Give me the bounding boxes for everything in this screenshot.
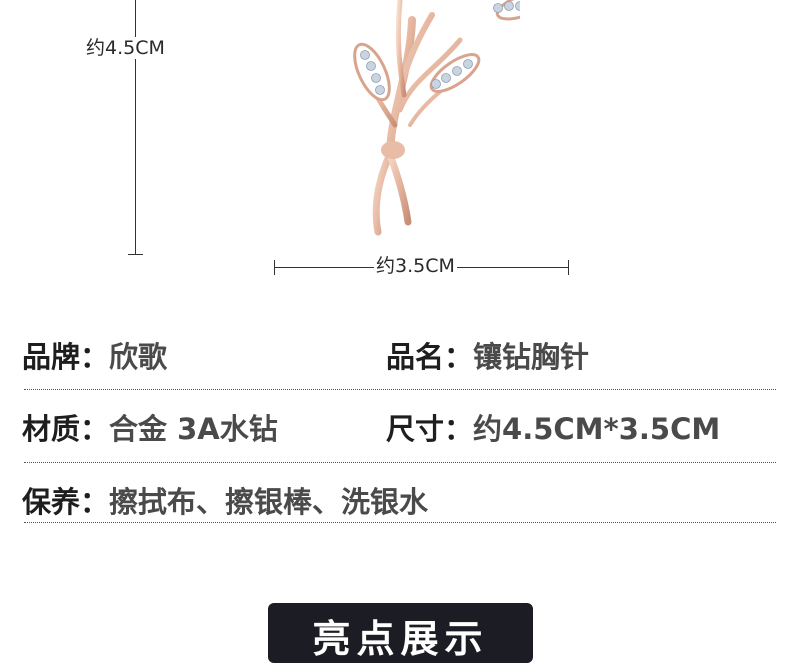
brooch-product-image: [353, 0, 520, 236]
divider: [24, 522, 776, 523]
spec-material: 材质：合金 3A水钻: [22, 412, 278, 446]
spec-size-value: 约4.5CM*3.5CM: [473, 412, 721, 446]
spec-material-label: 材质：: [22, 412, 110, 446]
spec-size: 尺寸：约4.5CM*3.5CM: [386, 412, 720, 446]
spec-care-value: 擦拭布、擦银棒、洗银水: [109, 485, 429, 519]
width-dimension-tick-left: [274, 260, 275, 275]
spec-brand: 品牌：欣歌: [22, 340, 167, 374]
spec-brand-label: 品牌：: [22, 340, 110, 374]
spec-care-label: 保养：: [22, 485, 110, 519]
height-dimension-tick: [128, 254, 143, 255]
spec-name-label: 品名：: [386, 340, 474, 374]
spec-material-value: 合金 3A水钻: [109, 412, 278, 446]
width-dimension-label: 约3.5CM: [374, 255, 457, 277]
spec-care: 保养：擦拭布、擦银棒、洗银水: [22, 485, 428, 519]
width-dimension-tick-right: [568, 260, 569, 275]
spec-name: 品名：镶钻胸针: [386, 340, 589, 374]
spec-brand-value: 欣歌: [109, 340, 168, 374]
spec-size-label: 尺寸：: [386, 412, 474, 446]
height-dimension-label: 约4.5CM: [86, 37, 165, 59]
divider: [24, 462, 776, 463]
divider: [24, 389, 776, 390]
height-dimension-line: [135, 0, 136, 255]
spec-name-value: 镶钻胸针: [473, 340, 590, 374]
highlight-section-banner: 亮点展示: [268, 603, 533, 663]
banner-title: 亮点展示: [312, 617, 489, 661]
